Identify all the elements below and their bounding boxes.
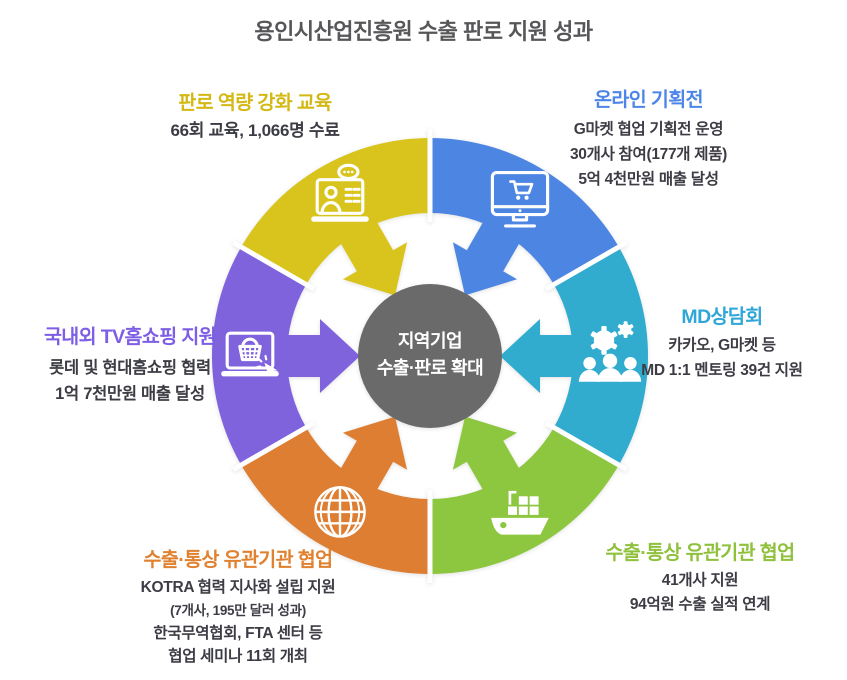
- segment-online-exhibition: [430, 138, 619, 296]
- monitor-cart-icon: [490, 170, 550, 228]
- label-md-meeting-detail: 카카오, G마켓 등: [668, 337, 776, 354]
- label-trade-agency-collab: 수출·통상 유관기관 협업 KOTRA 협력 지사화 설립 지원 (7개사, 1…: [87, 543, 389, 668]
- globe-icon: [314, 486, 366, 538]
- page-title: 용인시산업진흥원 수출 판로 지원 성과: [254, 19, 593, 44]
- label-education: 판로 역량 강화 교육 66회 교육, 1,066명 수료: [105, 86, 405, 143]
- label-export-agency-collab-detail: 94억원 수출 실적 연계: [629, 596, 771, 613]
- label-education-title: 판로 역량 강화 교육: [178, 92, 332, 114]
- segment-education-arrow: [335, 213, 408, 296]
- center-goal-line2: 수출·판로 확대: [376, 358, 484, 378]
- ship-icon: [491, 490, 549, 535]
- label-md-meeting: MD상담회 카카오, G마켓 등 MD 1:1 멘토링 39건 지원: [597, 300, 847, 383]
- label-export-agency-collab-title: 수출·통상 유관기관 협업: [605, 542, 796, 564]
- segment-online-exhibition-wedge: [430, 138, 619, 285]
- label-md-meeting-title: MD상담회: [681, 306, 763, 328]
- segment-divider: [232, 240, 316, 292]
- label-online-exhibition: 온라인 기획전 G마켓 협업 기획전 운영 30개사 참여(177개 제품) 5…: [496, 83, 801, 192]
- label-online-exhibition-detail: 5억 4천만원 매출 달성: [578, 171, 719, 188]
- segment-divider: [544, 420, 628, 472]
- label-online-exhibition-title: 온라인 기획전: [594, 89, 703, 111]
- cycle-diagram: [212, 129, 648, 583]
- label-trade-agency-collab-title: 수출·통상 유관기관 협업: [143, 549, 334, 571]
- segment-md-meeting: [500, 247, 648, 465]
- segment-tv-homeshopping-arrow: [278, 319, 360, 393]
- laptop-person-icon: [311, 163, 369, 222]
- label-trade-agency-collab-detail: 한국무역협회, FTA 센터 등: [153, 625, 323, 642]
- label-export-agency-collab-detail: 41개사 지원: [661, 572, 739, 589]
- label-tv-homeshopping-detail: 롯데 및 현대홈쇼핑 협력: [49, 359, 211, 377]
- label-md-meeting-detail: MD 1:1 멘토링 39건 지원: [641, 362, 803, 379]
- center-goal-label: 지역기업 수출·판로 확대: [330, 328, 530, 382]
- center-circle: [358, 284, 502, 428]
- segment-trade-agency-collab-arrow: [335, 416, 408, 499]
- segment-divider: [544, 240, 628, 292]
- label-online-exhibition-detail: 30개사 참여(177개 제품): [569, 146, 728, 163]
- segment-tv-homeshopping: [212, 247, 360, 465]
- segment-trade-agency-collab: [241, 416, 430, 574]
- segment-md-meeting-wedge: [553, 247, 648, 465]
- segment-export-agency-collab-arrow: [452, 416, 525, 499]
- label-trade-agency-collab-detail: 협업 세미나 11회 개최: [168, 648, 308, 665]
- segment-education-wedge: [241, 138, 430, 285]
- label-tv-homeshopping: 국내외 TV홈쇼핑 지원 롯데 및 현대홈쇼핑 협력 1억 7천만원 매출 달성: [0, 320, 260, 407]
- label-export-agency-collab: 수출·통상 유관기관 협업 41개사 지원 94억원 수출 실적 연계: [550, 536, 847, 617]
- people-gear-icon: [578, 321, 642, 382]
- segment-online-exhibition-arrow: [452, 213, 525, 296]
- label-online-exhibition-detail: G마켓 협업 기획전 운영: [573, 121, 724, 138]
- center-goal-line1: 지역기업: [397, 331, 463, 351]
- label-trade-agency-collab-detail: KOTRA 협력 지사화 설립 지원: [140, 579, 336, 596]
- laptop-basket-icon: [221, 331, 279, 377]
- label-tv-homeshopping-detail: 1억 7천만원 매출 달성: [55, 385, 205, 403]
- segment-md-meeting-arrow: [500, 319, 582, 393]
- segment-divider: [232, 420, 316, 472]
- segment-export-agency-collab: [430, 416, 619, 574]
- label-education-detail: 66회 교육, 1,066명 수료: [170, 121, 340, 140]
- segment-education: [241, 138, 430, 296]
- label-tv-homeshopping-title: 국내외 TV홈쇼핑 지원: [43, 326, 217, 348]
- label-trade-agency-collab-detail-small: (7개사, 195만 달러 성과): [170, 603, 306, 618]
